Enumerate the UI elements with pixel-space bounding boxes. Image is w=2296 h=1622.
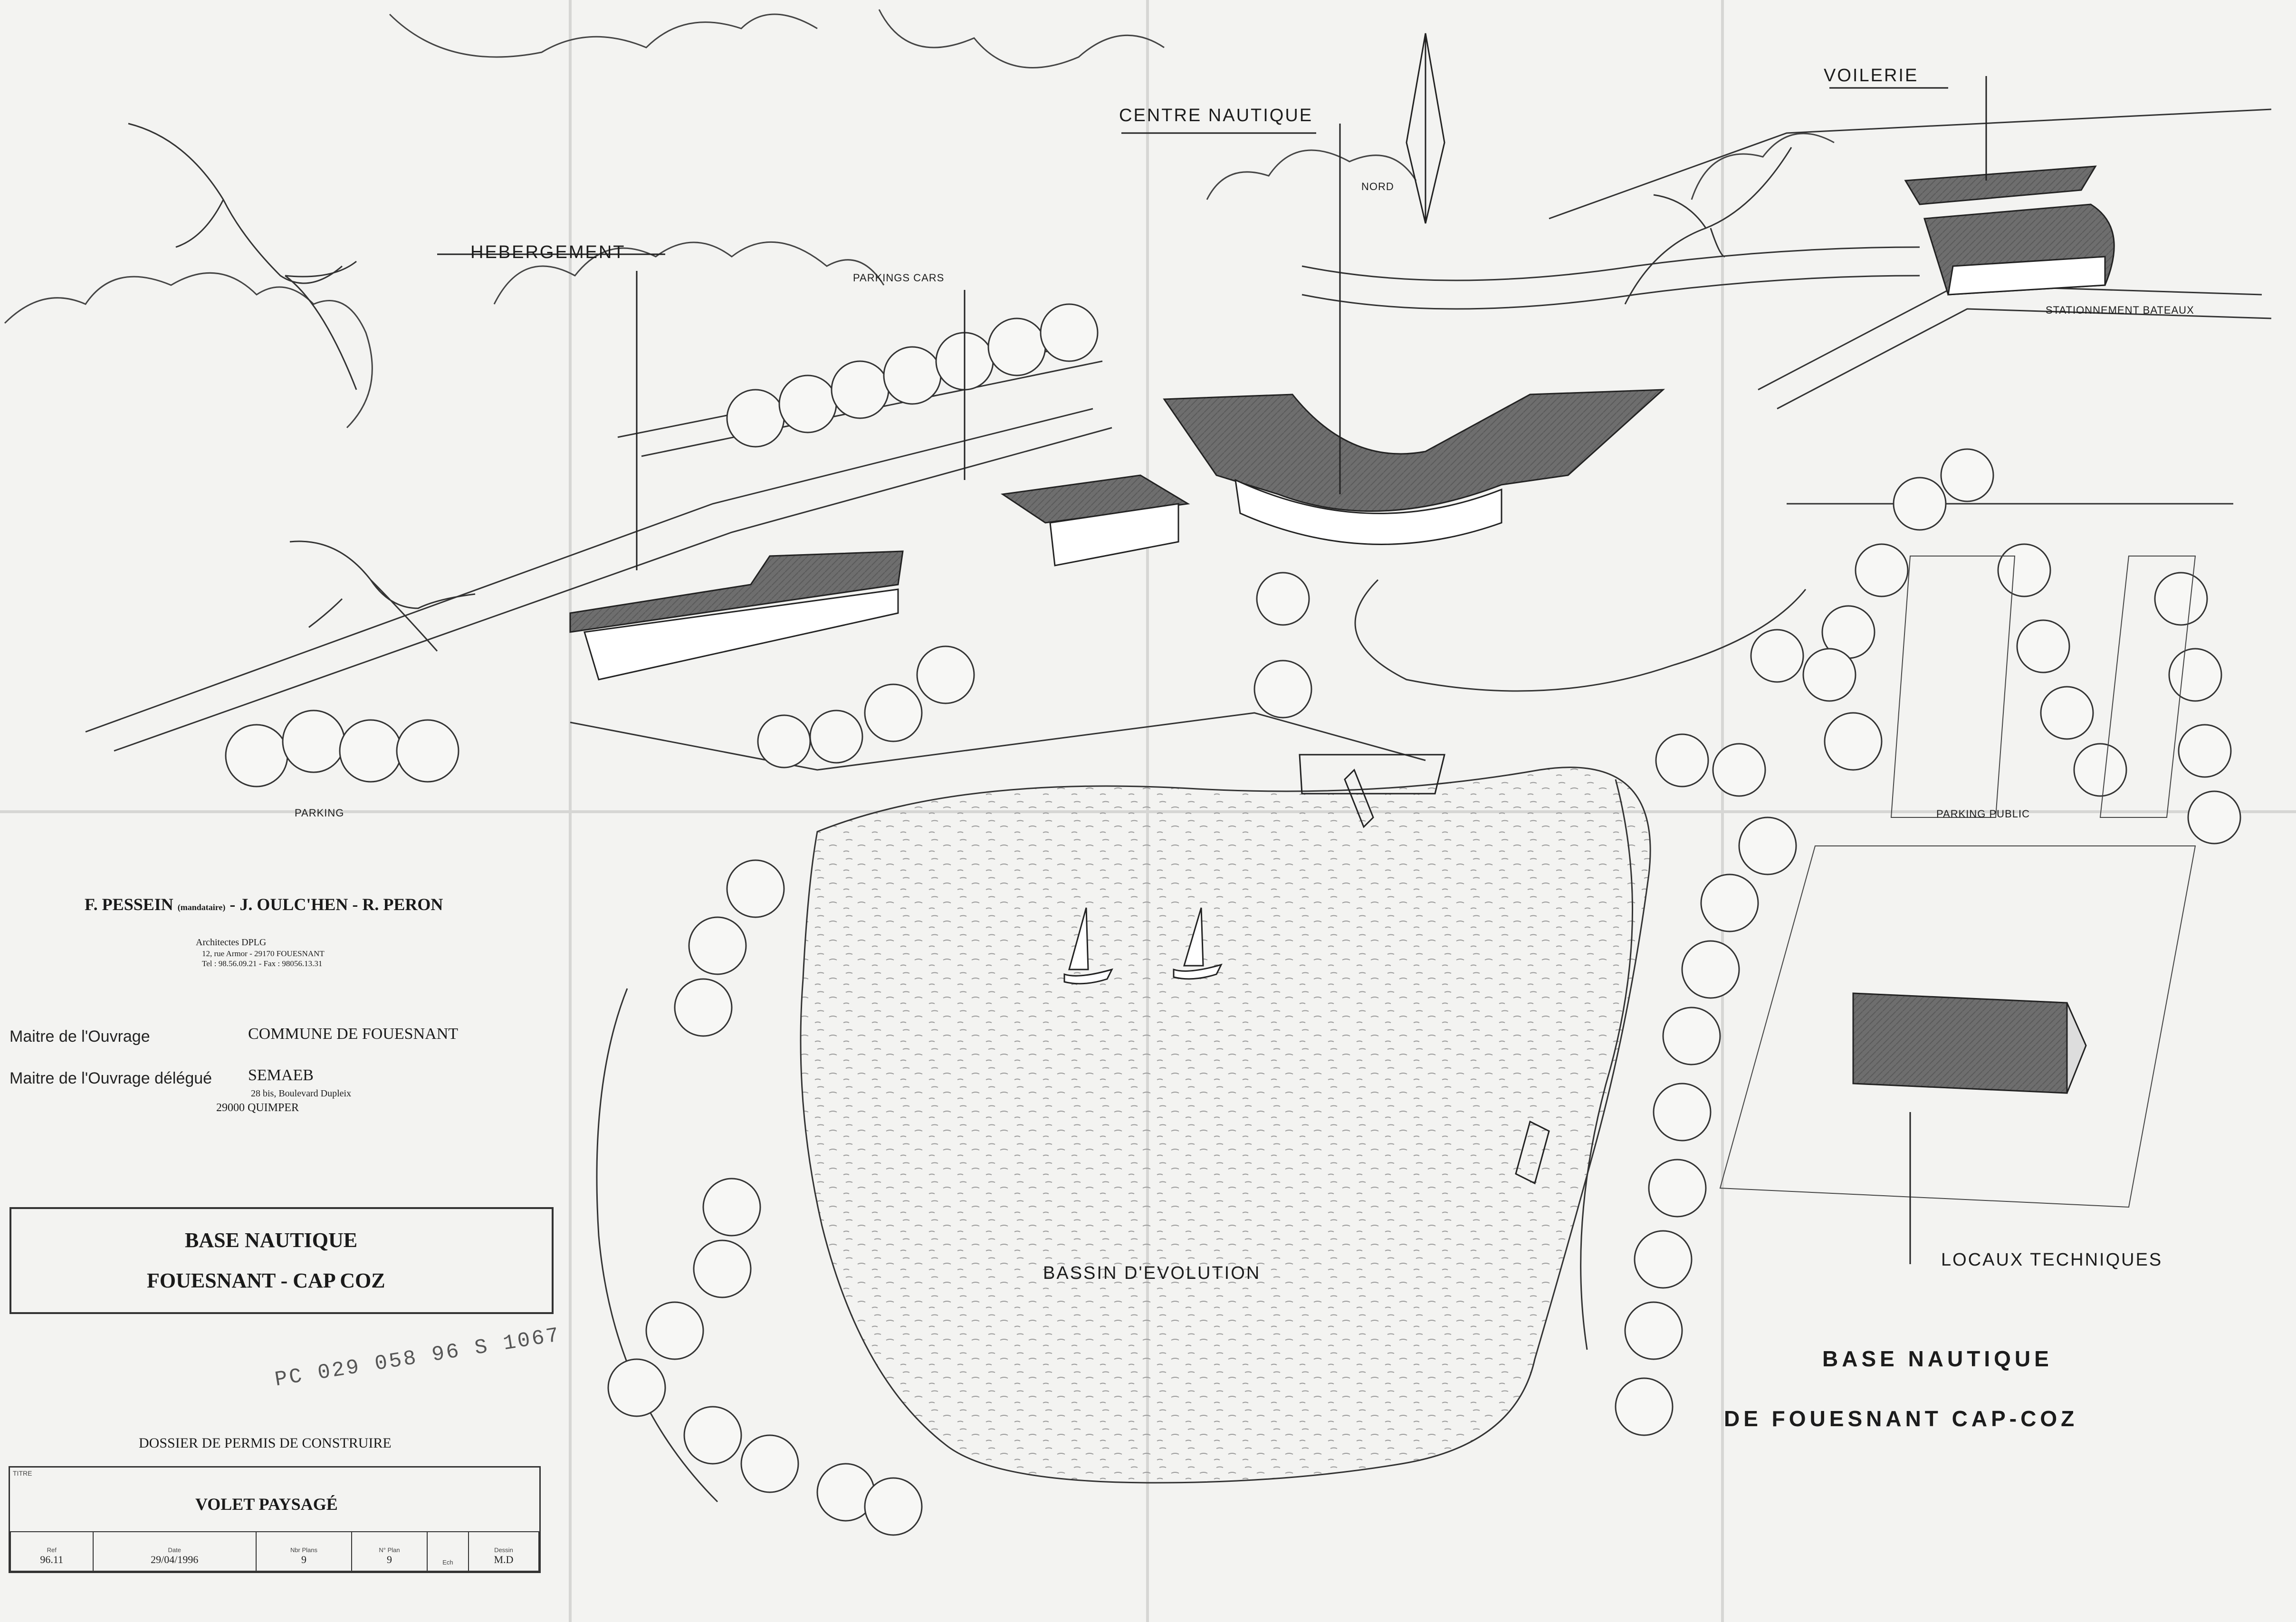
label-parking-public: PARKING PUBLIC — [1936, 808, 2030, 820]
plan-title-line1: BASE NAUTIQUE — [1822, 1346, 2053, 1371]
architects-line: F. PESSEIN (mandataire) - J. OULC'HEN - … — [85, 895, 443, 914]
delegate-address2: 29000 QUIMPER — [216, 1102, 299, 1114]
firm-address: 12, rue Armor - 29170 FOUESNANT — [202, 949, 325, 958]
trees — [225, 303, 2241, 1536]
project-title-line2: FOUESNANT - CAP COZ — [147, 1269, 385, 1292]
bassin-evolution — [800, 767, 1651, 1484]
project-title-box: BASE NAUTIQUE FOUESNANT - CAP COZ — [10, 1207, 554, 1314]
label-parkings-cars: PARKINGS CARS — [853, 272, 945, 284]
clouds — [4, 9, 1835, 429]
firm: Architectes DPLG — [196, 937, 267, 948]
plan-title-line2: DE FOUESNANT CAP-COZ — [1724, 1406, 2078, 1431]
label-parking: PARKING — [295, 807, 344, 819]
owner-value: COMMUNE DE FOUESNANT — [248, 1025, 459, 1043]
delegate-label: Maitre de l'Ouvrage délégué — [10, 1069, 212, 1087]
sailboats — [1063, 907, 1223, 985]
label-locaux-techniques: LOCAUX TECHNIQUES — [1941, 1250, 2163, 1270]
leader-lines — [437, 76, 1987, 1264]
north-arrow-icon — [1406, 33, 1445, 224]
dossier-label: DOSSIER DE PERMIS DE CONSTRUIRE — [139, 1435, 392, 1451]
label-voilerie: VOILERIE — [1824, 66, 1919, 86]
project-title-line1: BASE NAUTIQUE — [185, 1228, 358, 1252]
titre-value: VOLET PAYSAGÉ — [195, 1495, 338, 1514]
firm-phone: Tel : 98.56.09.21 - Fax : 98056.13.31 — [202, 959, 323, 968]
delegate-value: SEMAEB — [248, 1066, 314, 1084]
label-nord: NORD — [1361, 181, 1394, 192]
titre-label: TITRE — [13, 1469, 32, 1477]
owner-label: Maitre de l'Ouvrage — [10, 1027, 150, 1046]
delegate-address1: 28 bis, Boulevard Dupleix — [251, 1088, 352, 1099]
cell-ech: Ech — [426, 1531, 469, 1572]
jetty — [1299, 754, 1550, 1185]
seagull-drawings — [128, 123, 1792, 652]
label-stationnement-bateaux: STATIONNEMENT BATEAUX — [2046, 304, 2194, 316]
label-centre-nautique: CENTRE NAUTIQUE — [1119, 106, 1313, 125]
buildings — [569, 165, 2115, 1094]
roads — [85, 108, 2272, 771]
label-bassin-evolution: BASSIN D'EVOLUTION — [1043, 1263, 1261, 1283]
label-hebergement: HEBERGEMENT — [470, 242, 626, 262]
parking-lots — [1719, 556, 2196, 1208]
